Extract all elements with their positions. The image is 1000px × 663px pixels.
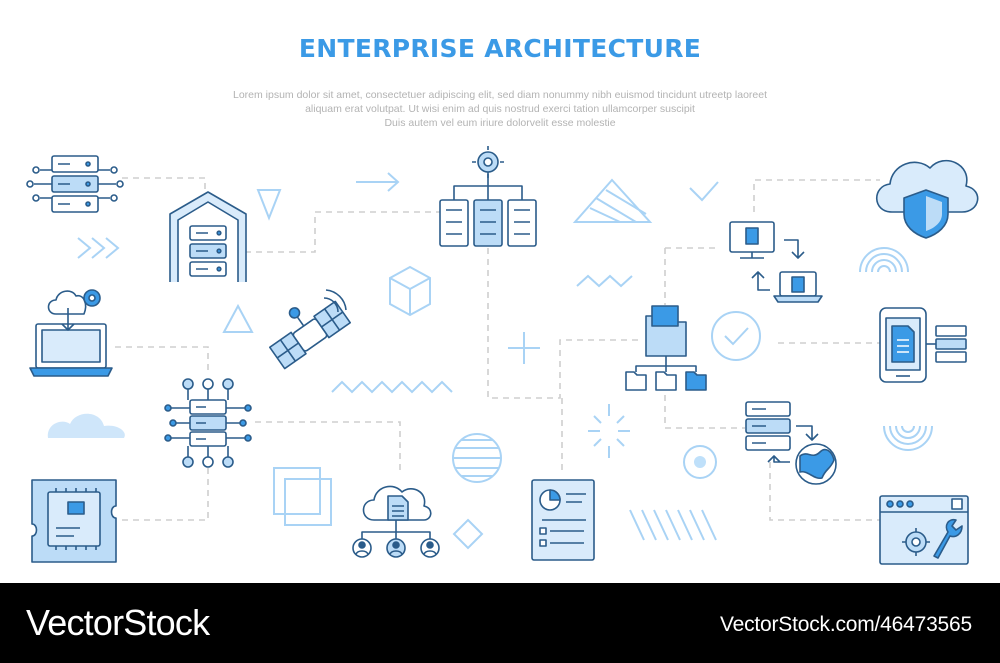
folder-hierarchy-icon <box>625 305 707 391</box>
server-hub-icon <box>164 378 252 468</box>
server-network-icon <box>26 155 124 213</box>
page-title: ENTERPRISE ARCHITECTURE <box>298 34 702 63</box>
org-chart-servers-icon <box>439 146 537 247</box>
cloud-shield-icon <box>876 159 979 239</box>
laptop-cloud-download-icon <box>29 289 113 377</box>
decorations <box>77 172 933 550</box>
computer-transfer-icon <box>729 221 823 303</box>
report-document-icon <box>531 479 595 561</box>
footer-brand: VectorStock <box>26 602 210 643</box>
illustration <box>26 146 979 565</box>
satellite-icon <box>268 289 352 370</box>
subtitle-line-1: Lorem ipsum dolor sit amet, consectetuer… <box>232 89 768 101</box>
footer-url: VectorStock.com/46473565 <box>719 613 972 636</box>
chip-icon <box>31 479 117 563</box>
phone-database-icon <box>879 307 967 383</box>
connector-lines <box>115 177 880 521</box>
browser-settings-icon <box>879 495 969 565</box>
server-house-icon <box>169 191 247 282</box>
server-globe-icon <box>745 401 837 485</box>
cloud-users-icon <box>352 485 440 558</box>
subtitle-line-2: aliquam erat volutpat. Ut wisi enim ad q… <box>305 103 695 115</box>
filled-decorations <box>47 178 706 483</box>
footer-bar <box>0 583 1000 663</box>
subtitle-line-3: Duis autem vel eum iriure dolorvelit ess… <box>384 117 616 129</box>
